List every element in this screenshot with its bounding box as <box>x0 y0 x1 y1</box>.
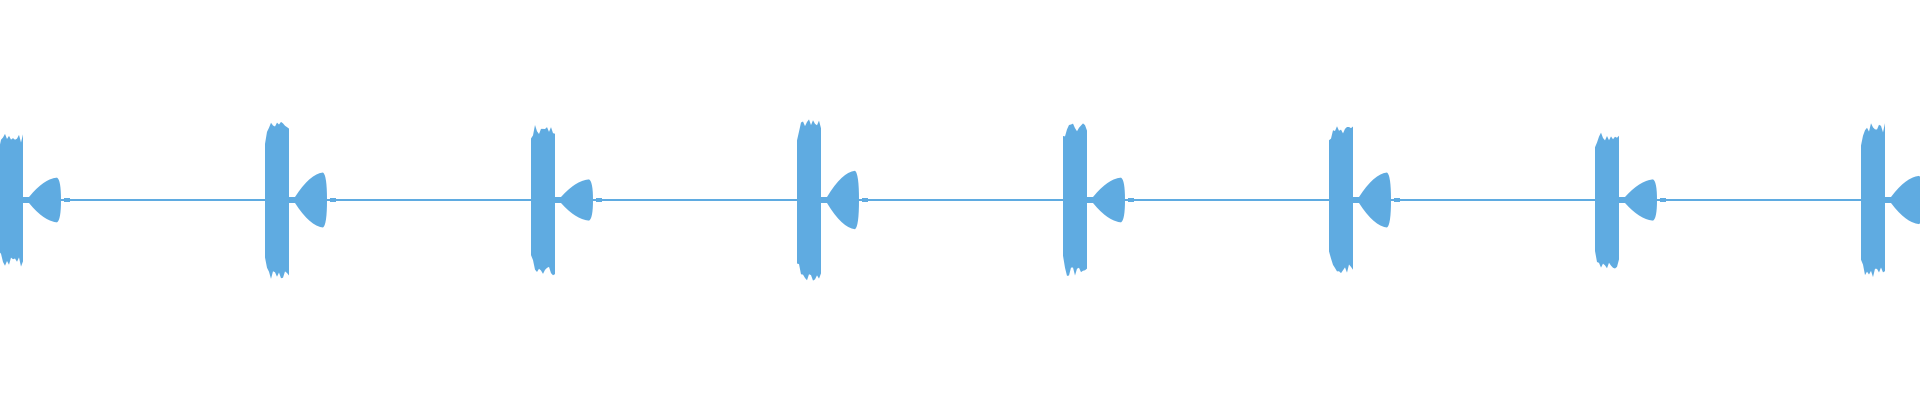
burst-blip <box>862 198 868 202</box>
waveform-burst <box>1861 123 1920 278</box>
burst-attack <box>0 133 23 267</box>
burst-blip <box>64 198 70 202</box>
waveform-burst <box>1063 123 1134 276</box>
burst-attack <box>797 119 821 281</box>
waveform-burst <box>1329 126 1400 274</box>
burst-tail <box>23 177 61 223</box>
burst-attack <box>265 121 289 279</box>
burst-blip <box>1394 198 1400 202</box>
burst-tail <box>1353 172 1391 228</box>
burst-blip <box>596 198 602 202</box>
burst-tail <box>555 179 593 221</box>
burst-blip <box>1660 198 1666 202</box>
waveform-burst <box>0 133 70 267</box>
burst-attack <box>1063 123 1087 276</box>
waveform-burst <box>797 119 868 281</box>
burst-tail <box>1619 179 1657 221</box>
waveform-baseline <box>0 199 1920 201</box>
burst-blip <box>330 198 336 202</box>
burst-attack <box>1329 126 1353 274</box>
burst-attack <box>1595 132 1619 269</box>
burst-tail <box>289 172 327 228</box>
burst-tail <box>1885 175 1920 225</box>
waveform-burst <box>531 124 602 276</box>
burst-tail <box>1087 177 1125 223</box>
waveform-burst <box>265 121 336 279</box>
burst-attack <box>1861 123 1885 278</box>
waveform-burst <box>1595 132 1666 269</box>
burst-attack <box>531 124 555 276</box>
burst-blip <box>1128 198 1134 202</box>
burst-tail <box>821 170 859 230</box>
